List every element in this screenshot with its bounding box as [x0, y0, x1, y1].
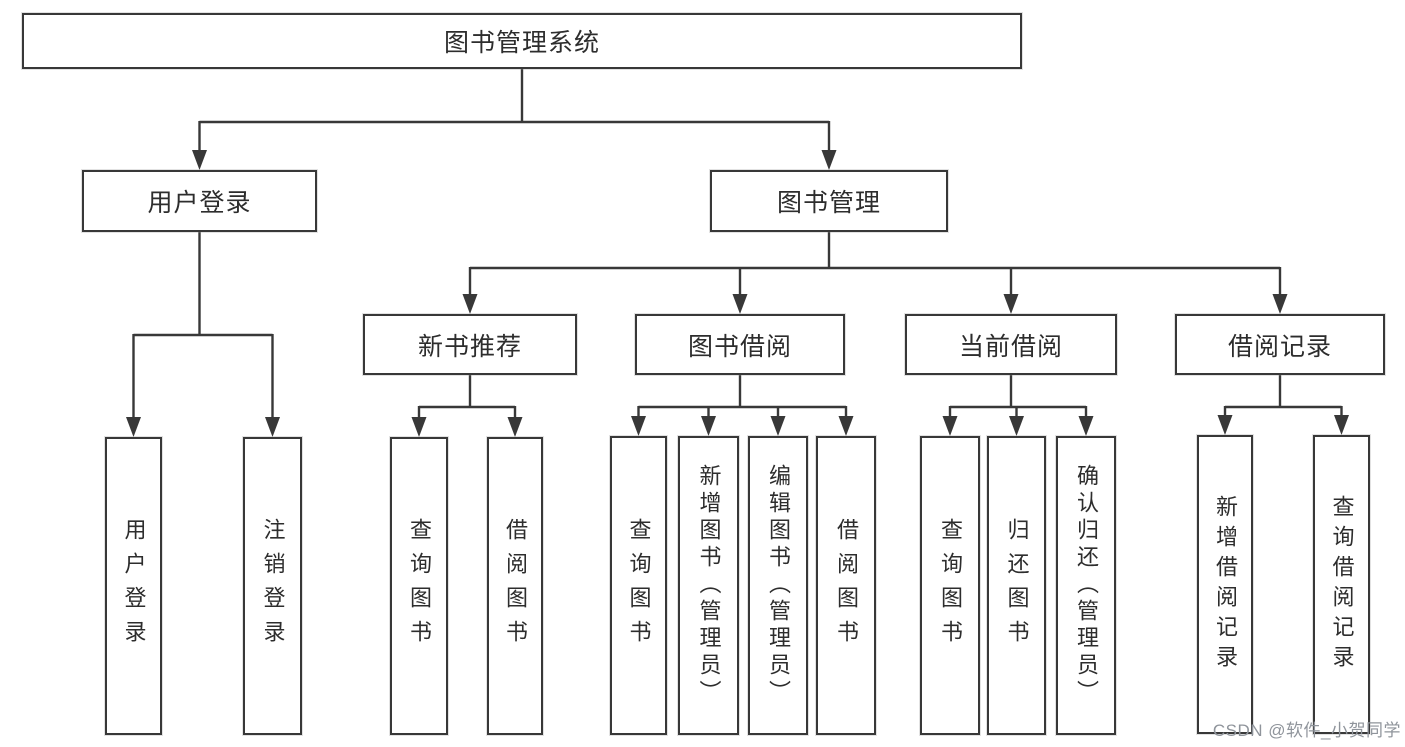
node-label: 注销登录	[260, 518, 286, 654]
node-borrow-records: 借阅记录	[1175, 314, 1385, 375]
node-label: 用户登录	[147, 189, 252, 217]
node-leaf-add-record: 新增借阅记录	[1197, 435, 1253, 734]
node-leaf-confirm-return: 确认归还（管理员）	[1056, 436, 1116, 735]
node-label: 新增借阅记录	[1213, 494, 1238, 675]
node-label: 借阅记录	[1227, 332, 1332, 361]
node-leaf-user-login: 用户登录	[105, 437, 162, 735]
node-label: 新书推荐	[417, 332, 522, 361]
node-leaf-query-book-1: 查询图书	[390, 437, 448, 735]
node-leaf-borrow-book-1: 借阅图书	[487, 437, 543, 735]
node-label: 借阅图书	[503, 518, 528, 654]
node-label: 借阅图书	[834, 517, 859, 654]
node-label: 当前借阅	[958, 332, 1063, 361]
node-leaf-add-book: 新增图书（管理员）	[678, 436, 739, 735]
node-label: 图书借阅	[687, 332, 792, 361]
node-leaf-query-book-3: 查询图书	[920, 436, 980, 735]
node-leaf-query-book-2: 查询图书	[610, 436, 667, 735]
node-root: 图书管理系统	[22, 13, 1022, 69]
node-leaf-logout: 注销登录	[243, 437, 302, 735]
node-label: 查询图书	[938, 517, 963, 654]
node-user-login: 用户登录	[82, 170, 317, 232]
node-label: 图书管理	[776, 189, 881, 217]
watermark: CSDN @软件_小贺同学	[1212, 721, 1401, 740]
node-leaf-return-book: 归还图书	[987, 436, 1046, 735]
node-label: 确认归还（管理员）	[1074, 464, 1099, 707]
node-label: 查询图书	[626, 517, 652, 654]
node-label: 查询图书	[407, 518, 432, 654]
node-label: 归还图书	[1004, 517, 1030, 654]
node-label: 新增图书（管理员）	[696, 464, 722, 707]
node-label: 图书管理系统	[443, 29, 600, 57]
node-current-borrow: 当前借阅	[905, 314, 1117, 375]
node-label: 查询借阅记录	[1329, 494, 1355, 675]
node-label: 编辑图书（管理员）	[766, 464, 791, 707]
node-leaf-query-record: 查询借阅记录	[1313, 435, 1370, 734]
node-label: 用户登录	[121, 518, 147, 654]
node-book-mgmt: 图书管理	[710, 170, 948, 232]
node-leaf-borrow-book-2: 借阅图书	[816, 436, 876, 735]
node-new-book-rec: 新书推荐	[363, 314, 577, 375]
node-leaf-edit-book: 编辑图书（管理员）	[748, 436, 808, 735]
node-book-borrow: 图书借阅	[635, 314, 845, 375]
